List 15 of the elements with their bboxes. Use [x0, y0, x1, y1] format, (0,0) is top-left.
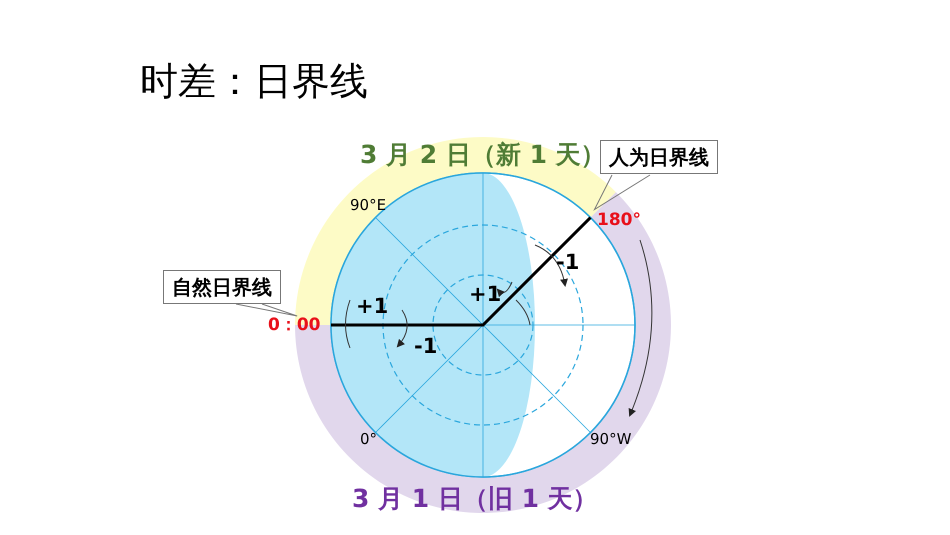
date-label: 3 月 1 日（旧 1 天） — [352, 486, 598, 511]
longitude-label: 0° — [360, 432, 378, 447]
hour-change-label: -1 — [414, 336, 438, 357]
callout-box: 自然日界线 — [163, 270, 281, 304]
hour-change-label: +1 — [356, 296, 388, 317]
longitude-label: 180° — [597, 212, 641, 229]
longitude-label: 90°W — [590, 432, 632, 447]
hour-change-label: -1 — [556, 252, 580, 273]
leader-line — [593, 174, 650, 211]
time-label: 0：00 — [268, 317, 320, 334]
callout-box: 人为日界线 — [600, 140, 718, 174]
title: 时差：日界线 — [140, 62, 368, 100]
longitude-label: 90°E — [350, 198, 386, 213]
hour-change-label: +1 — [469, 284, 502, 305]
leader-line — [236, 304, 298, 316]
